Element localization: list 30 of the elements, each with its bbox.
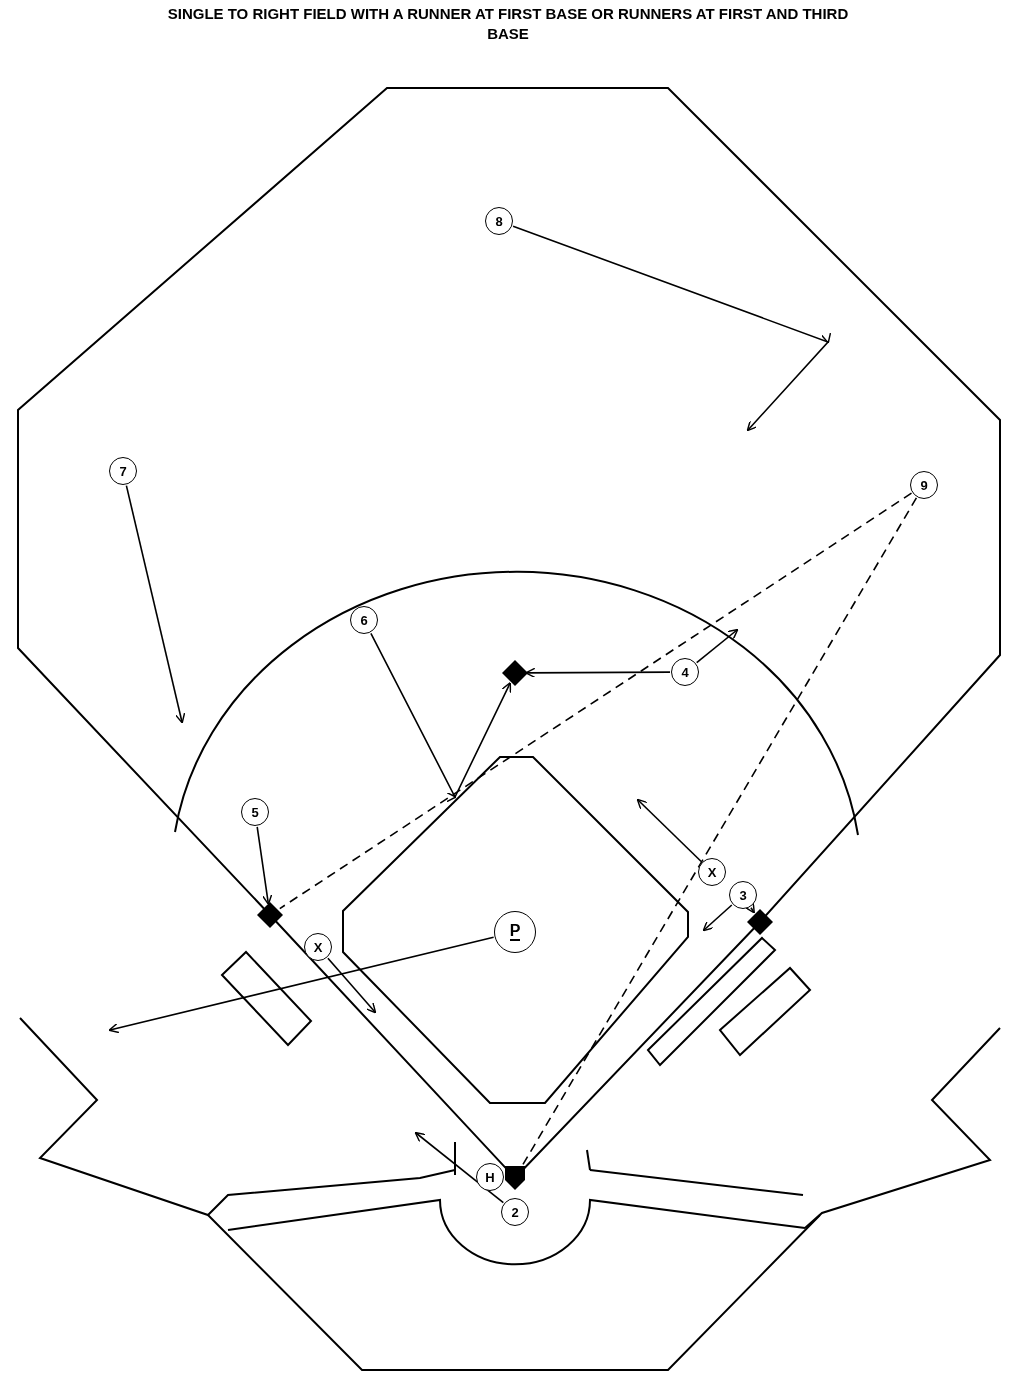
position-circle: X	[698, 858, 726, 886]
arrow	[108, 936, 495, 1034]
position-circle: P	[494, 911, 536, 953]
dashed-line	[279, 492, 913, 910]
arrow	[702, 904, 733, 932]
arrow	[512, 225, 831, 431]
position-circle: 8	[485, 207, 513, 235]
arrow	[256, 826, 273, 905]
position-circle: 2	[501, 1198, 529, 1226]
position-circle: H	[476, 1163, 504, 1191]
base-marker	[257, 902, 283, 928]
base-marker	[747, 909, 773, 935]
position-circle: 4	[671, 658, 699, 686]
position-circle: 9	[910, 471, 938, 499]
arrow	[370, 632, 512, 802]
home-plate	[503, 1166, 527, 1190]
arrow	[744, 902, 755, 914]
arrow	[525, 667, 671, 679]
arrow	[636, 798, 702, 863]
diagram-title: SINGLE TO RIGHT FIELD WITH A RUNNER AT FIRST BASE OR RUNNERS AT FIRST AND THIRD BASE	[166, 4, 850, 44]
position-circle: 6	[350, 606, 378, 634]
arrow	[125, 484, 186, 724]
position-circle: 5	[241, 798, 269, 826]
arrow	[327, 957, 377, 1014]
base-marker	[502, 660, 528, 686]
arrow	[695, 628, 739, 664]
arrow	[414, 1131, 505, 1204]
position-circle: 7	[109, 457, 137, 485]
position-circle: X	[304, 933, 332, 961]
position-circle: 3	[729, 881, 757, 909]
